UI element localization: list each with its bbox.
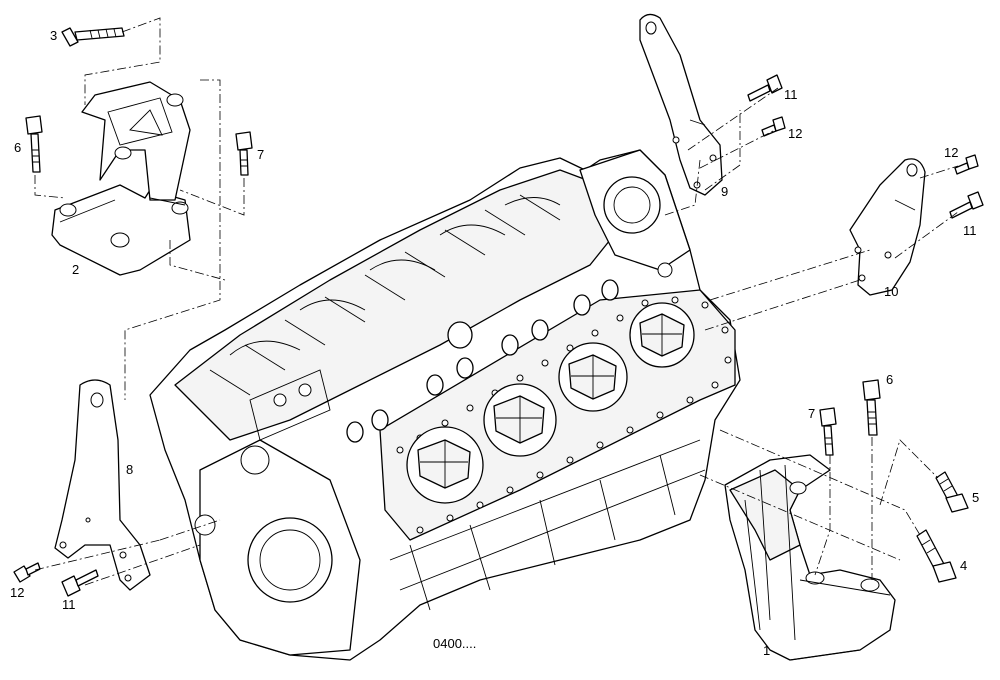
bolt-part-11-left — [61, 569, 99, 597]
cylinder-bores — [406, 302, 695, 504]
bolt-part-12-top — [761, 116, 786, 137]
bolt-part-4 — [916, 529, 957, 583]
deck-bolt-holes — [396, 296, 732, 534]
callout-9: 9 — [721, 184, 728, 199]
engine-block — [149, 149, 741, 661]
bolt-part-12-left — [13, 562, 41, 583]
assembly-lines — [34, 17, 959, 586]
callout-1: 1 — [763, 643, 770, 658]
bracket-part-10 — [849, 158, 926, 296]
tappet-bores — [346, 279, 619, 443]
bolt-part-6-upper — [25, 115, 43, 173]
bracket-part-9 — [639, 13, 723, 196]
callout-12-left: 12 — [10, 585, 24, 600]
bolt-part-11-top — [747, 74, 783, 102]
callout-7-lower: 7 — [808, 406, 815, 421]
drawing-code: 0400.... — [433, 636, 476, 651]
bolt-part-7-upper — [235, 131, 253, 176]
bolt-part-3 — [61, 27, 125, 47]
callout-10: 10 — [884, 284, 898, 299]
bracket-part-1 — [724, 454, 896, 661]
callout-7-upper: 7 — [257, 147, 264, 162]
bracket-part-2 — [51, 81, 191, 276]
callout-12-right: 12 — [944, 145, 958, 160]
bolt-part-12-right — [954, 154, 979, 175]
callout-6-upper: 6 — [14, 140, 21, 155]
bolt-part-7-lower — [819, 407, 837, 456]
callout-12-top: 12 — [788, 126, 802, 141]
callout-6-lower: 6 — [886, 372, 893, 387]
callout-11-right: 11 — [963, 223, 977, 238]
callout-11-top: 11 — [784, 87, 798, 102]
callout-5: 5 — [972, 490, 979, 505]
bolt-part-5 — [935, 471, 969, 513]
callout-4: 4 — [960, 558, 967, 573]
bolt-part-6-lower — [862, 379, 881, 436]
callout-3: 3 — [50, 28, 57, 43]
callout-labels: 1 2 3 4 5 6 6 7 7 8 9 10 11 11 11 12 12 … — [10, 28, 979, 658]
callout-2: 2 — [72, 262, 79, 277]
callout-11-left: 11 — [62, 597, 76, 612]
bracket-part-8 — [54, 379, 151, 591]
callout-8: 8 — [126, 462, 133, 477]
